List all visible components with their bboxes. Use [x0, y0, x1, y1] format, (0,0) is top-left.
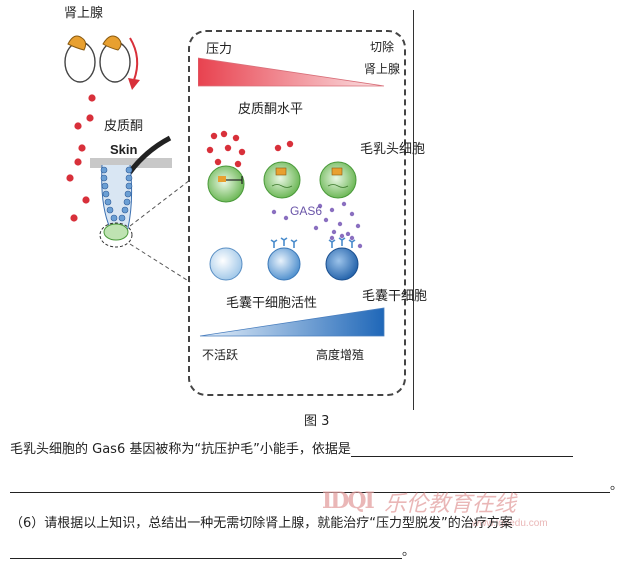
left-illustration [64, 35, 191, 283]
zoom-panel [188, 30, 406, 396]
cortisol-dots [66, 94, 96, 222]
high-prolif-label: 高度增殖 [316, 348, 365, 362]
stress-label: 压力 [206, 42, 233, 57]
question-5-text: 毛乳头细胞的 Gas6 基因被称为“抗压护毛”小能手，依据是 [10, 442, 351, 457]
gas6-label: GAS6 [290, 204, 323, 218]
adrenal-gland-graphic [64, 35, 131, 83]
question-5-end: 。 [610, 478, 624, 493]
skin-label: Skin [110, 142, 138, 157]
watermark: IDQI 乐伦教育在线 www.lqdedu.com [322, 486, 582, 536]
question-5-line-2: 。 [10, 474, 623, 493]
remove-adrenal-label-1: 切除 [370, 40, 395, 54]
zoom-line-top [129, 179, 191, 227]
hair-follicle-stem-cells [209, 233, 363, 281]
watermark-brand: 乐伦教育在线 [384, 492, 517, 517]
stress-gradient [198, 57, 385, 87]
activity-gradient [199, 307, 385, 337]
watermark-logo: IDQI [322, 488, 375, 514]
hfsc-activity-label: 毛囊干细胞活性 [226, 296, 318, 311]
release-arrow [129, 37, 139, 81]
hfsc-label: 毛囊干细胞 [362, 289, 428, 304]
question-6: （6）请根据以上知识，总结出一种无需切除肾上腺，就能治疗“压力型脱发”的治疗方案 [10, 516, 513, 531]
hair-follicle [99, 164, 133, 248]
watermark-url: www.lqdedu.com [472, 518, 548, 529]
question-5: 毛乳头细胞的 Gas6 基因被称为“抗压护毛”小能手，依据是 [10, 438, 573, 457]
adrenal-label: 肾上腺 [64, 6, 104, 21]
question-6-end: 。 [402, 544, 416, 559]
dermal-papilla-label: 毛乳头细胞 [360, 142, 426, 157]
answer-blank-6[interactable] [10, 544, 402, 559]
answer-blank-5b[interactable] [10, 476, 610, 493]
figure-caption: 图 3 [304, 414, 330, 429]
zoom-line-bottom [129, 243, 191, 283]
inactive-label: 不活跃 [202, 348, 239, 362]
cortisol-level-label: 皮质酮水平 [238, 102, 304, 117]
remove-adrenal-label-2: 肾上腺 [364, 62, 401, 76]
question-6-line-2: 。 [10, 540, 415, 559]
cortisol-label: 皮质酮 [104, 119, 144, 134]
arrow-head [128, 78, 140, 90]
answer-blank-5a[interactable] [350, 440, 573, 457]
figure-frame-line [413, 10, 414, 410]
skin-layer [90, 158, 172, 168]
dermal-papilla-cells [206, 130, 361, 236]
